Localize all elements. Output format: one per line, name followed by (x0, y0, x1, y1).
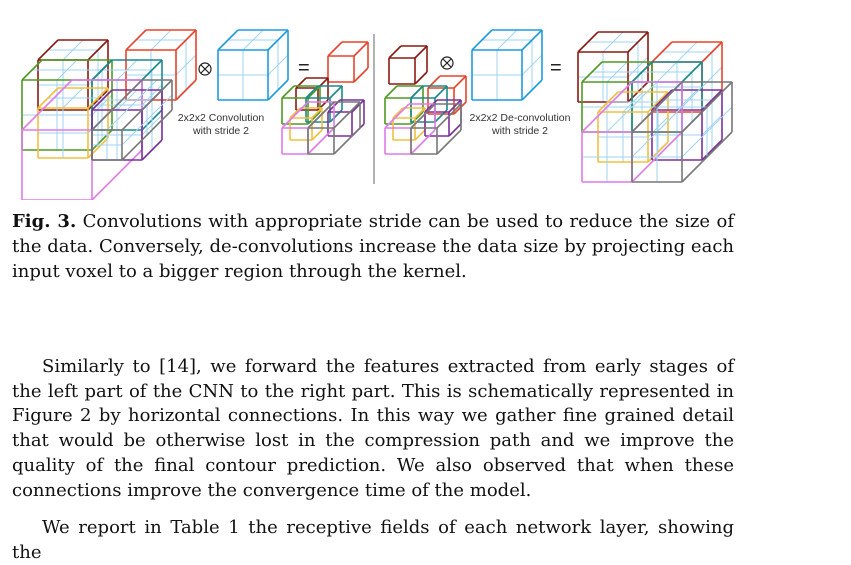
deconv-input-purple (424, 99, 462, 137)
deconv-label-line1: 2x2x2 De-convolution (470, 112, 571, 124)
kernel-cube-left (217, 29, 289, 101)
body-paragraph-2: We report in Table 1 the receptive field… (12, 517, 734, 563)
equals-sign-right: = (550, 57, 562, 79)
paper-page: = = 2x2x2 Convolution with stride 2 2x2x… (12, 29, 734, 563)
caption-text: Convolutions with appropriate stride can… (12, 211, 734, 282)
body-paragraph-1: Similarly to [14], we forward the featur… (12, 356, 734, 501)
deconv-input-gray (410, 103, 462, 155)
convolution-figure: = = 2x2x2 Convolution with stride 2 2x2x… (21, 29, 733, 200)
otimes-symbol-right (440, 56, 454, 70)
deconv-input-darkred (388, 45, 428, 85)
input-cube-yellow (37, 87, 109, 159)
deconv-output-gray (631, 81, 733, 183)
figure-number: Fig. 3. (12, 211, 77, 232)
conv-label-line1: 2x2x2 Convolution (178, 112, 265, 124)
reduced-cube-gray (307, 101, 361, 155)
cube-diagram (21, 29, 733, 200)
deconv-input-pink (384, 103, 436, 155)
equals-sign-left: = (298, 57, 310, 79)
figure-caption: Fig. 3. Convolutions with appropriate st… (12, 209, 734, 284)
otimes-symbol-left (198, 62, 212, 76)
deconv-output-darkred (577, 31, 649, 103)
output-cube-small (327, 41, 369, 83)
input-cube-gray (91, 79, 173, 161)
deconv-output-purple (651, 89, 723, 161)
kernel-cube-right (471, 29, 543, 101)
deconv-label-line2: with stride 2 (491, 125, 548, 137)
conv-label-line2: with stride 2 (192, 125, 249, 137)
